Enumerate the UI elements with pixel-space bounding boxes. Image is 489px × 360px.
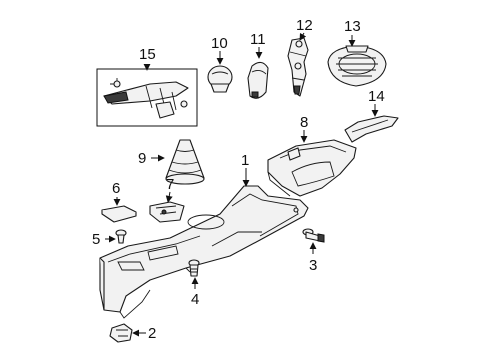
callout-11: 11 bbox=[250, 31, 266, 48]
callout-labels: 15 10 11 12 13 14 8 9 1 6 7 5 4 3 2 bbox=[92, 17, 385, 342]
callout-10: 10 bbox=[211, 35, 228, 52]
inset-box-15 bbox=[96, 68, 198, 127]
callout-15: 15 bbox=[139, 46, 156, 63]
console-bolt bbox=[302, 228, 325, 243]
cover-plate bbox=[101, 205, 137, 223]
shift-knob-tall bbox=[247, 61, 269, 99]
shift-knob-round bbox=[207, 65, 233, 93]
shift-lever-bracket bbox=[287, 37, 309, 97]
shift-ring-cover bbox=[327, 45, 387, 87]
center-console bbox=[99, 185, 309, 319]
callout-6: 6 bbox=[112, 180, 120, 197]
callout-9: 9 bbox=[138, 150, 146, 167]
callout-12: 12 bbox=[296, 17, 313, 34]
console-upper-panel bbox=[267, 139, 357, 197]
callout-13: 13 bbox=[344, 18, 361, 35]
shift-boot bbox=[165, 139, 205, 185]
push-clip bbox=[115, 229, 127, 244]
callout-8: 8 bbox=[300, 114, 308, 131]
callout-7: 7 bbox=[166, 176, 174, 193]
callout-5: 5 bbox=[92, 231, 100, 248]
callout-1: 1 bbox=[241, 152, 249, 169]
trim-strip bbox=[344, 115, 399, 143]
leader-12 bbox=[299, 32, 307, 41]
callout-3: 3 bbox=[309, 257, 317, 274]
callout-2: 2 bbox=[148, 325, 156, 342]
console-screw bbox=[188, 259, 200, 277]
leader-lines bbox=[105, 32, 379, 337]
retaining-clip bbox=[109, 323, 133, 343]
callout-4: 4 bbox=[191, 291, 199, 308]
callout-14: 14 bbox=[368, 88, 385, 105]
console-bracket bbox=[149, 201, 185, 223]
leader-7 bbox=[165, 191, 173, 203]
parking-brake-lever bbox=[103, 78, 189, 119]
